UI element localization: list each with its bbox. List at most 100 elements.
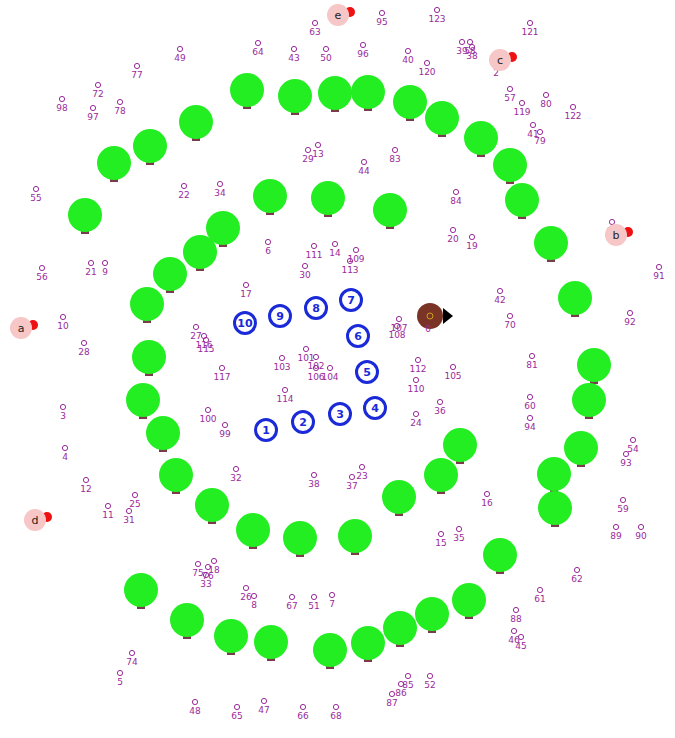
tree-crown (572, 383, 606, 417)
marker-number: 68 (330, 711, 341, 721)
marker-number: 89 (610, 531, 621, 541)
waypoint-circle: 9 (268, 304, 292, 328)
marker-ring (177, 46, 182, 51)
marker-number: 105 (444, 371, 461, 381)
tree-crown (577, 348, 611, 382)
marker-number: 19 (466, 241, 477, 251)
marker-ring (83, 477, 88, 482)
marker-number: 17 (240, 289, 251, 299)
marker-number: 110 (407, 384, 424, 394)
marker-ring (360, 42, 365, 47)
marker-ring (251, 593, 256, 598)
marker-ring (303, 346, 308, 351)
marker-number: 62 (571, 574, 582, 584)
marker-ring (327, 365, 332, 370)
marker-number: 95 (376, 17, 387, 27)
marker-number: 4 (62, 452, 68, 462)
waypoint-circle: 3 (328, 402, 352, 426)
waypoint-circle: 2 (291, 410, 315, 434)
marker-ring (620, 497, 625, 502)
marker-ring (102, 260, 107, 265)
marker-ring (656, 264, 661, 269)
marker-ring (300, 704, 305, 709)
marker-ring (205, 407, 210, 412)
marker-number: 36 (434, 406, 445, 416)
marker-ring (405, 48, 410, 53)
marker-number: 100 (199, 414, 216, 424)
tree-crown (68, 198, 102, 232)
marker-number: 98 (56, 103, 67, 113)
marker-number: 45 (515, 641, 526, 651)
goal-dot-group (28, 7, 633, 522)
marker-ring (195, 561, 200, 566)
marker-number: 50 (320, 53, 331, 63)
marker-ring (233, 466, 238, 471)
marker-number: 52 (424, 680, 435, 690)
marker-ring (527, 394, 532, 399)
marker-ring (333, 704, 338, 709)
tree-crown (534, 226, 568, 260)
marker-number: 65 (231, 711, 242, 721)
marker-ring (282, 387, 287, 392)
marker-ring (638, 524, 643, 529)
marker-number: 47 (258, 705, 269, 715)
marker-ring (456, 526, 461, 531)
goal-circle: d (24, 509, 46, 531)
marker-ring (511, 628, 516, 633)
goal-circle: e (327, 4, 349, 26)
marker-number: 113 (341, 265, 358, 275)
robot-heading (443, 308, 453, 324)
marker-number: 20 (447, 234, 458, 244)
marker-number: 26 (240, 592, 251, 602)
tree-crown (214, 619, 248, 653)
tree-crown (382, 480, 416, 514)
marker-number: 40 (402, 55, 413, 65)
marker-number: 42 (494, 295, 505, 305)
marker-number: 112 (409, 364, 426, 374)
marker-number: 51 (308, 601, 319, 611)
marker-ring (434, 7, 439, 12)
tree-crown (254, 625, 288, 659)
tree-crown (351, 75, 385, 109)
tree-crown (351, 626, 385, 660)
marker-ring (543, 92, 548, 97)
marker-ring (211, 558, 216, 563)
marker-ring (243, 585, 248, 590)
marker-number: 70 (504, 320, 515, 330)
waypoint-circle: 1 (254, 418, 278, 442)
marker-number: 11 (102, 510, 113, 520)
marker-ring (507, 86, 512, 91)
goal-circle: c (489, 49, 511, 71)
marker-ring (359, 464, 364, 469)
marker-number: 115 (197, 344, 214, 354)
marker-number: 80 (540, 99, 551, 109)
tree-crown (146, 416, 180, 450)
tree-crown (415, 597, 449, 631)
tree-crown (230, 73, 264, 107)
marker-number: 77 (131, 70, 142, 80)
marker-number: 57 (504, 93, 515, 103)
marker-ring (415, 357, 420, 362)
marker-number: 84 (450, 196, 461, 206)
robot-symbol (417, 303, 453, 329)
marker-number: 72 (92, 89, 103, 99)
marker-ring (192, 699, 197, 704)
tree-crown (130, 287, 164, 321)
marker-ring (134, 63, 139, 68)
tree-crown (537, 457, 571, 491)
marker-number: 43 (288, 53, 299, 63)
tree-crown (126, 383, 160, 417)
waypoint-number: 9 (276, 310, 284, 323)
marker-ring (379, 10, 384, 15)
marker-number: 64 (252, 47, 263, 57)
marker-number: 16 (481, 498, 492, 508)
tree-crown (452, 583, 486, 617)
marker-ring (323, 46, 328, 51)
marker-ring (39, 265, 44, 270)
marker-ring (33, 186, 38, 191)
waypoint-number: 7 (347, 294, 355, 307)
tree-crown (313, 633, 347, 667)
marker-number: 28 (78, 347, 89, 357)
